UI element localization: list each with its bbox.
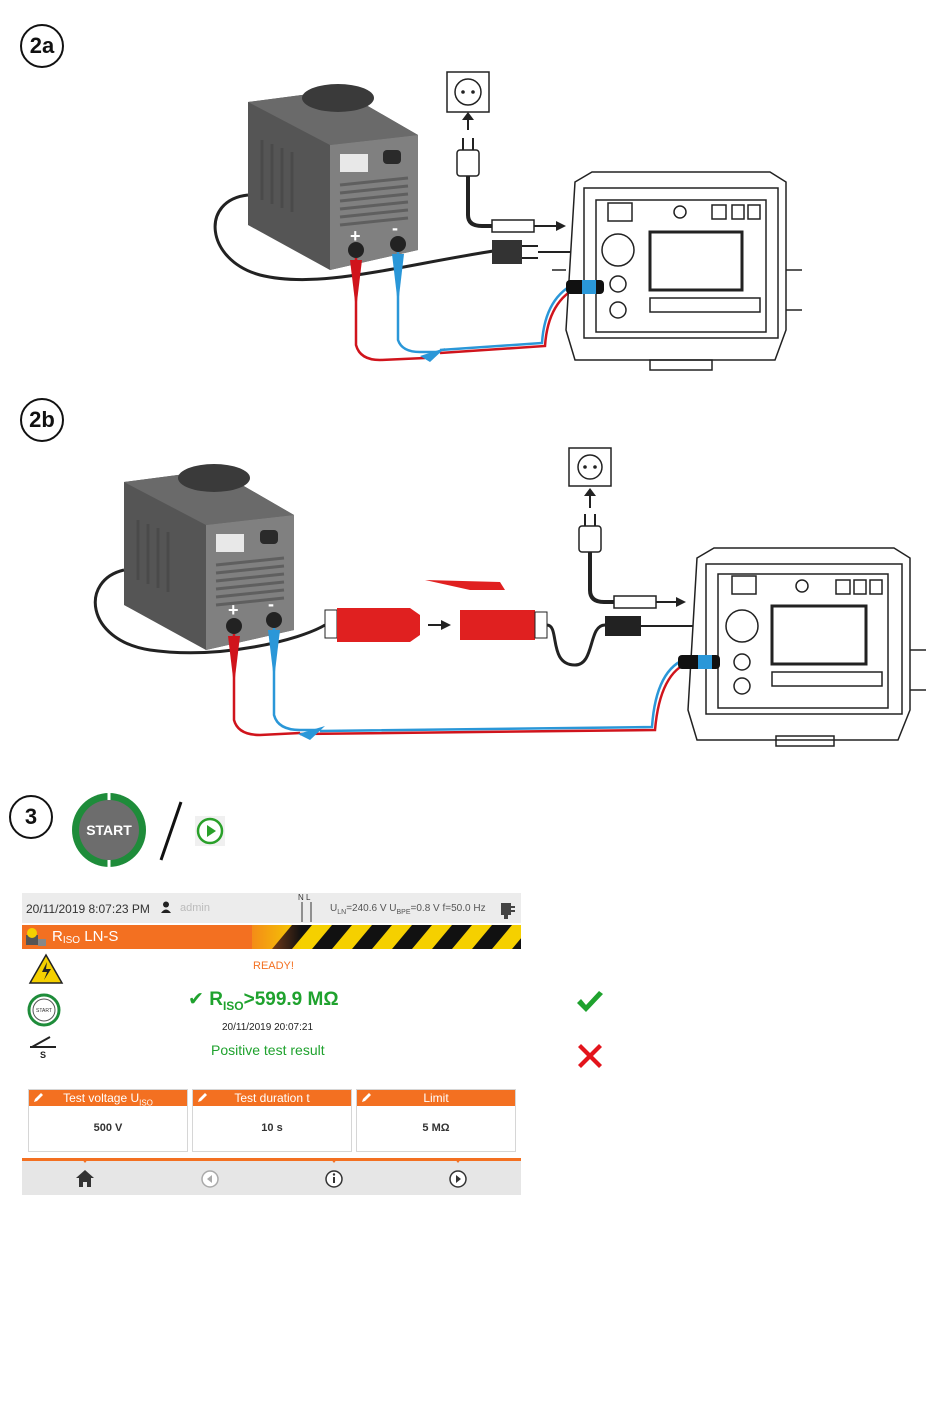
param-value: 10 s <box>193 1122 351 1134</box>
start-icon[interactable]: START <box>27 993 61 1027</box>
home-button[interactable] <box>70 1161 100 1193</box>
svg-text:+: + <box>350 226 361 246</box>
status-datetime: 20/11/2019 8:07:23 PM <box>26 902 150 916</box>
wiring-diagram-2a: + - <box>0 60 950 380</box>
mode-icon <box>25 927 47 947</box>
param-limit[interactable]: Limit 5 MΩ <box>356 1089 516 1152</box>
meas-sub-ln: LN <box>337 909 346 916</box>
edit-pencil-icon <box>361 1092 372 1103</box>
svg-text:-: - <box>392 218 398 238</box>
param-test-duration[interactable]: Test duration t 10 s <box>192 1089 352 1152</box>
bottom-nav-bar <box>22 1158 521 1195</box>
mode-sub: ISO <box>63 935 80 946</box>
phase-labels: N L <box>298 893 318 902</box>
phase-indicator: N L <box>298 893 318 924</box>
start-button-label: START <box>70 822 148 838</box>
param-label: Limit <box>423 1091 448 1105</box>
result-text: Positive test result <box>211 1042 325 1058</box>
meas-suffix: =0.8 V f=50.0 Hz <box>411 903 486 914</box>
param-test-voltage[interactable]: Test voltage UISO 500 V <box>28 1089 188 1152</box>
result-check-icon: ✔ <box>188 989 204 1010</box>
result-suffix: >599.9 MΩ <box>244 989 339 1010</box>
status-ready: READY! <box>253 960 294 972</box>
param-header: Limit <box>357 1090 515 1106</box>
svg-text:-: - <box>268 594 274 614</box>
mode-prefix: R <box>52 928 63 945</box>
probe-label: S <box>40 1050 46 1060</box>
back-button[interactable] <box>195 1161 225 1193</box>
meas-mid: =240.6 V U <box>346 903 396 914</box>
info-button[interactable] <box>319 1161 349 1193</box>
mode-title-bar: RISO LN-S <box>22 925 521 949</box>
welder-machine: + - <box>248 84 418 270</box>
insulation-meter <box>552 172 802 370</box>
status-bar: 20/11/2019 8:07:23 PM admin N L ULN=240.… <box>22 893 521 923</box>
param-label: Test duration t <box>234 1091 309 1105</box>
play-icon[interactable] <box>194 815 226 847</box>
svg-text:+: + <box>228 600 239 620</box>
result-prefix: R <box>209 989 223 1010</box>
mode-title: RISO LN-S <box>52 928 118 946</box>
param-value: 500 V <box>29 1122 187 1134</box>
param-header: Test duration t <box>193 1090 351 1106</box>
result-value: ✔ RISO>599.9 MΩ <box>188 988 339 1013</box>
param-label: Test voltage U <box>63 1091 139 1105</box>
param-header: Test voltage UISO <box>29 1090 187 1106</box>
step-badge-3: 3 <box>9 795 53 839</box>
result-sub: ISO <box>223 999 244 1013</box>
meas-sub-bpe: BPE <box>397 909 411 916</box>
high-voltage-warning-icon <box>28 953 64 985</box>
welder-machine: + - <box>124 464 294 650</box>
svg-text:START: START <box>36 1008 52 1014</box>
param-label-sub: ISO <box>139 1098 153 1107</box>
wiring-diagram-2b: + - <box>0 440 950 755</box>
mains-measurement: ULN=240.6 V UBPE=0.8 V f=50.0 Hz <box>330 903 486 916</box>
power-plug-icon <box>498 899 516 919</box>
edit-pencil-icon <box>197 1092 208 1103</box>
device-screen: 20/11/2019 8:07:23 PM admin N L ULN=240.… <box>22 893 521 1193</box>
forward-button[interactable] <box>443 1161 473 1193</box>
red-cross-icon <box>574 1040 606 1072</box>
start-button[interactable]: START <box>70 792 148 868</box>
user-icon <box>160 901 172 913</box>
status-user: admin <box>180 902 210 914</box>
slash-separator <box>157 800 185 862</box>
insulation-meter <box>688 548 926 746</box>
param-value: 5 MΩ <box>357 1122 515 1134</box>
edit-pencil-icon <box>33 1092 44 1103</box>
step-badge-2b: 2b <box>20 398 64 442</box>
mode-suffix: LN-S <box>80 928 118 945</box>
result-timestamp: 20/11/2019 20:07:21 <box>222 1022 313 1033</box>
green-check-icon <box>574 990 606 1016</box>
